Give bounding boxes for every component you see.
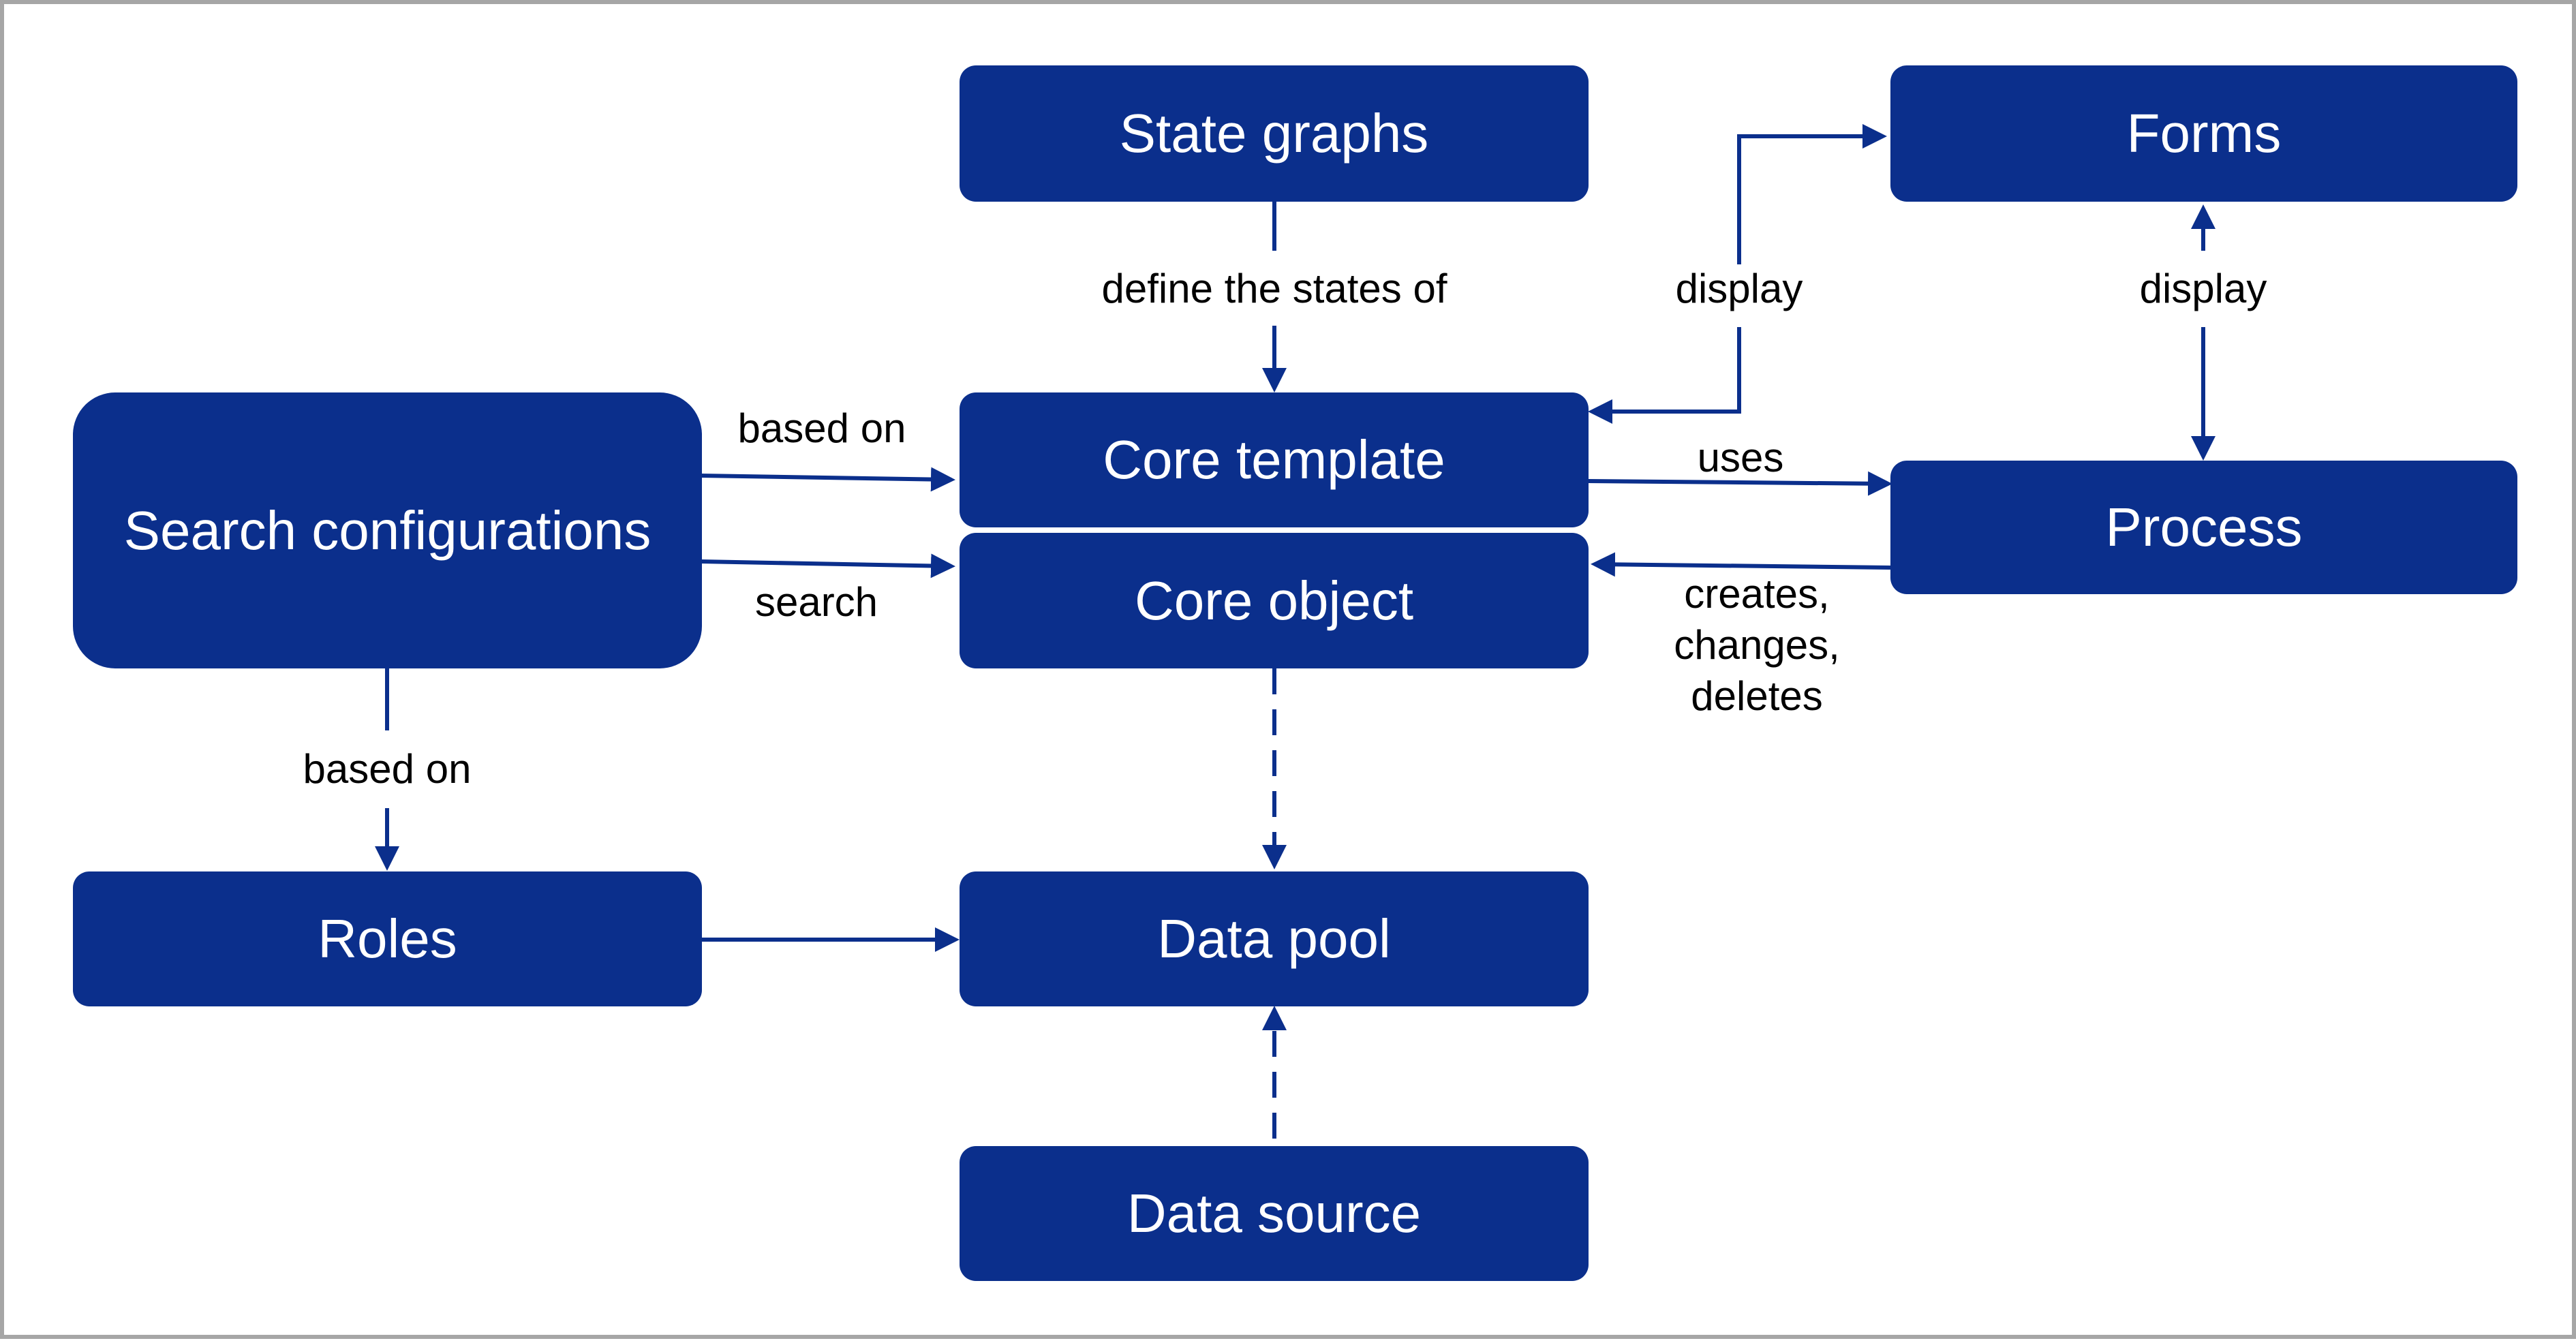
node-data-source: Data source xyxy=(960,1146,1589,1281)
node-search-configurations: Search configurations xyxy=(73,392,702,668)
label-display-core: display xyxy=(1675,266,1803,311)
node-core-template: Core template xyxy=(960,392,1589,527)
node-data-pool: Data pool xyxy=(960,871,1589,1006)
edge-display-to-coretemplate xyxy=(1588,327,1741,424)
label-define-states: define the states of xyxy=(1101,266,1447,311)
label-uses: uses xyxy=(1697,435,1784,480)
connectors-layer xyxy=(375,124,2215,1139)
label-search: search xyxy=(754,579,878,625)
node-roles: Roles xyxy=(73,871,702,1006)
node-state-graphs: State graphs xyxy=(960,65,1589,202)
label-based-on-template: based on xyxy=(737,405,906,451)
node-core-object: Core object xyxy=(960,533,1589,668)
label-based-on-roles: based on xyxy=(303,746,472,792)
label-creates-changes-deletes: creates, changes, deletes xyxy=(1674,571,1840,719)
edge-coretemplate-process xyxy=(1587,471,1892,496)
edge-display-to-forms xyxy=(1737,124,1887,264)
edge-search-coreobject xyxy=(700,553,955,578)
node-process: Process xyxy=(1890,461,2517,594)
node-forms: Forms xyxy=(1890,65,2517,202)
edge-process-coreobject xyxy=(1591,552,1891,577)
edge-search-coretemplate xyxy=(700,467,955,492)
label-display-forms: display xyxy=(2139,266,2267,311)
